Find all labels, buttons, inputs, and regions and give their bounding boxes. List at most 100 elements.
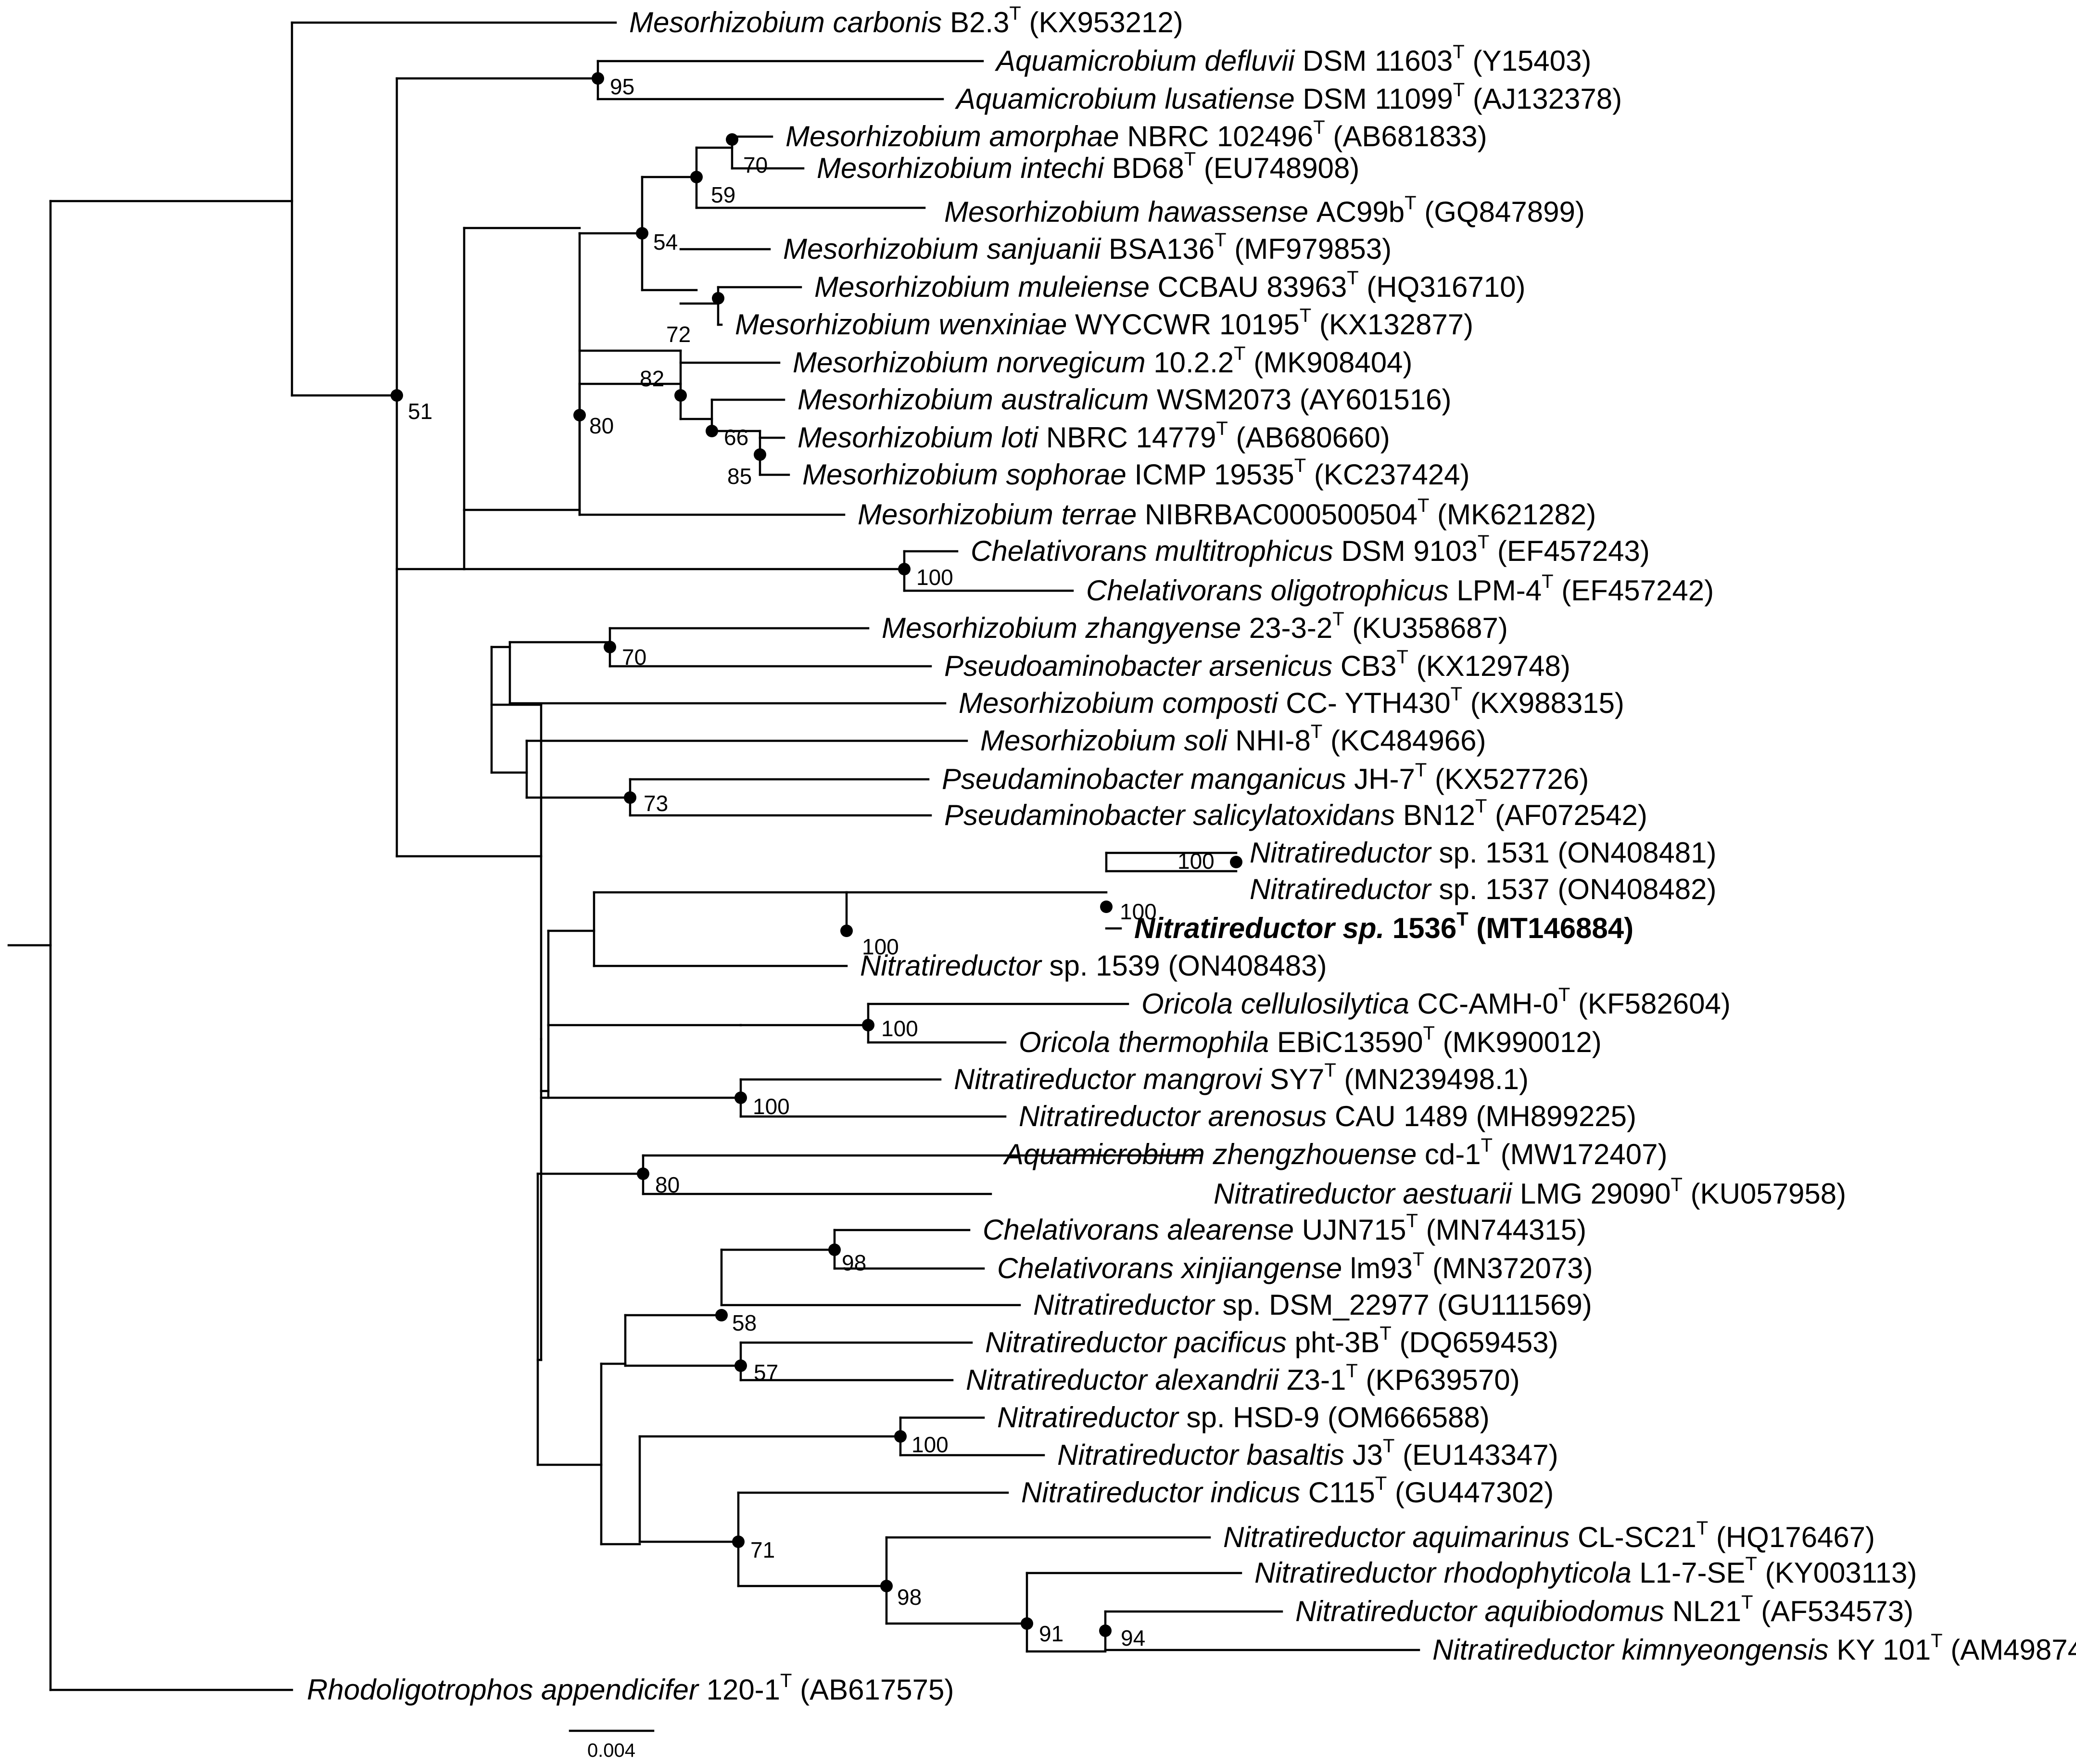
strain-name: NIBRBAC000500504 (1145, 498, 1418, 531)
taxon-name: Mesorhizobium sophorae (802, 458, 1134, 491)
tip-label-t31: Aquamicrobium zhengzhouense cd-1T (MW172… (1003, 1135, 1668, 1170)
strain-name: Z3-1 (1287, 1364, 1346, 1396)
accession: (EF457243) (1489, 535, 1650, 567)
strain-name: NBRC 102496 (1127, 120, 1313, 152)
accession: (MK621282) (1429, 498, 1596, 531)
accession: (KC484966) (1322, 724, 1486, 757)
type-strain-mark: T (1475, 796, 1487, 817)
accession: (GQ847899) (1417, 196, 1585, 228)
type-strain-mark: T (1741, 1592, 1753, 1613)
taxon-name: Nitratireductor (1033, 1289, 1222, 1321)
node-dot-2 (690, 171, 703, 183)
support-value: 100 (862, 934, 899, 959)
node-dot-20 (715, 1309, 728, 1321)
node-dot-14 (1100, 901, 1113, 913)
tip-labels: Mesorhizobium carbonis B2.3T (KX953212)A… (307, 3, 2076, 1706)
tip-label-t34: Chelativorans xinjiangense lm93T (MN3720… (997, 1249, 1593, 1284)
taxon-name: Nitratireductor arenosus (1019, 1100, 1335, 1132)
taxon-name: Mesorhizobium carbonis (629, 6, 950, 38)
tip-label-t35: Nitratireductor sp. DSM_22977 (GU111569) (1033, 1289, 1592, 1321)
strain-name: B2.3 (950, 6, 1009, 38)
accession: (HQ316710) (1359, 271, 1526, 303)
taxon-name: Nitratireductor alexandrii (966, 1364, 1287, 1396)
tip-label-t36: Nitratireductor pacificus pht-3BT (DQ659… (985, 1323, 1558, 1358)
taxon-name: Aquamicrobium lusatiense (955, 83, 1303, 115)
strain-name: CL-SC21 (1578, 1521, 1696, 1553)
support-value: 80 (655, 1172, 680, 1197)
accession: (ON408483) (1160, 950, 1327, 982)
taxon-name: Nitratireductor (1250, 873, 1439, 905)
tip-label-t1: Mesorhizobium carbonis B2.3T (KX953212) (629, 3, 1183, 38)
support-value: 54 (653, 229, 678, 254)
accession: (AY601516) (1291, 383, 1451, 416)
support-values: 9570595472826685805110070731001001001001… (408, 74, 1215, 1650)
support-value: 73 (644, 791, 668, 816)
type-strain-mark: T (1294, 455, 1306, 476)
type-strain-mark: T (1415, 760, 1427, 781)
node-dot-24 (880, 1580, 893, 1592)
type-strain-mark: T (1311, 721, 1322, 742)
tip-label-t23: Nitratireductor sp. 1531 (ON408481) (1250, 837, 1717, 869)
strain-name: NL21 (1672, 1595, 1741, 1627)
accession: (MN744315) (1418, 1214, 1586, 1246)
strain-name: L1-7-SE (1639, 1557, 1745, 1589)
taxon-name: Nitratireductor (860, 950, 1049, 982)
support-value: 66 (724, 425, 748, 450)
taxon-name: Mesorhizobium hawassense (944, 196, 1316, 228)
taxon-name: Mesorhizobium intechi (817, 152, 1112, 184)
accession: (KX527726) (1427, 763, 1589, 795)
taxon-name: Nitratireductor aestuarii (1214, 1178, 1520, 1210)
taxon-name: Mesorhizobium muleiense (814, 271, 1158, 303)
strain-name: C115 (1308, 1476, 1375, 1509)
strain-name: SY7 (1270, 1063, 1324, 1095)
taxon-name: Mesorhizobium terrae (858, 498, 1145, 531)
tip-label-t15: Chelativorans multitrophicus DSM 9103T (… (971, 532, 1650, 567)
taxon-name: Nitratireductor aquibiodomus (1295, 1595, 1672, 1627)
strain-name: sp. 1539 (1049, 950, 1160, 982)
type-strain-mark: T (1324, 1060, 1336, 1081)
taxon-name: Chelativorans xinjiangense (997, 1252, 1350, 1284)
tip-label-t24: Nitratireductor sp. 1537 (ON408482) (1250, 873, 1717, 905)
tip-label-t43: Nitratireductor aquibiodomus NL21T (AF53… (1295, 1592, 1913, 1627)
strain-name: NBRC 14779 (1046, 421, 1216, 454)
strain-name: CC-AMH-0 (1418, 988, 1558, 1020)
taxon-name: Aquamicrobium defluvii (995, 45, 1303, 77)
type-strain-mark: T (1216, 418, 1228, 439)
accession: (EF457242) (1554, 574, 1714, 607)
accession: (AM498744) (1943, 1634, 2076, 1666)
type-strain-mark: T (1313, 117, 1325, 138)
type-strain-mark: T (1347, 267, 1358, 289)
type-strain-mark: T (1423, 1023, 1434, 1044)
accession: (ON408481) (1550, 837, 1717, 869)
tip-label-t28: Oricola thermophila EBiC13590T (MK990012… (1019, 1023, 1602, 1058)
tip-label-t45: Rhodoligotrophos appendicifer 120-1T (AB… (307, 1670, 954, 1706)
node-dot-15 (840, 925, 853, 937)
tip-label-t39: Nitratireductor basaltis J3T (EU143347) (1057, 1435, 1558, 1471)
type-strain-mark: T (1380, 1323, 1391, 1344)
accession: (KX953212) (1021, 6, 1183, 38)
node-dot-25 (1021, 1617, 1033, 1630)
accession: (MF979853) (1227, 233, 1392, 265)
tip-label-t44: Nitratireductor kimnyeongensis KY 101T (… (1432, 1630, 2076, 1666)
node-dots (391, 72, 1242, 1637)
node-dot-11 (604, 641, 616, 653)
strain-name: CAU 1489 (1335, 1100, 1468, 1132)
support-value: 70 (743, 152, 768, 178)
taxon-name: Mesorhizobium composti (959, 687, 1286, 719)
accession: (MN372073) (1424, 1252, 1593, 1284)
support-value: 82 (640, 366, 664, 391)
type-strain-mark: T (1456, 909, 1468, 930)
strain-name: NHI-8 (1235, 724, 1311, 757)
taxon-name: Nitratireductor aquimarinus (1223, 1521, 1578, 1553)
accession: (EU143347) (1394, 1439, 1558, 1471)
strain-name: 1536 (1392, 912, 1456, 944)
support-value: 100 (753, 1094, 790, 1119)
node-dot-0 (592, 72, 604, 85)
accession: (AF072542) (1487, 799, 1647, 831)
tip-label-t38: Nitratireductor sp. HSD-9 (OM666588) (997, 1401, 1490, 1434)
type-strain-mark: T (1671, 1174, 1682, 1195)
strain-name: CB3 (1341, 650, 1397, 682)
type-strain-mark: T (1184, 149, 1196, 170)
tip-label-t6: Mesorhizobium hawassense AC99bT (GQ84789… (944, 192, 1585, 228)
